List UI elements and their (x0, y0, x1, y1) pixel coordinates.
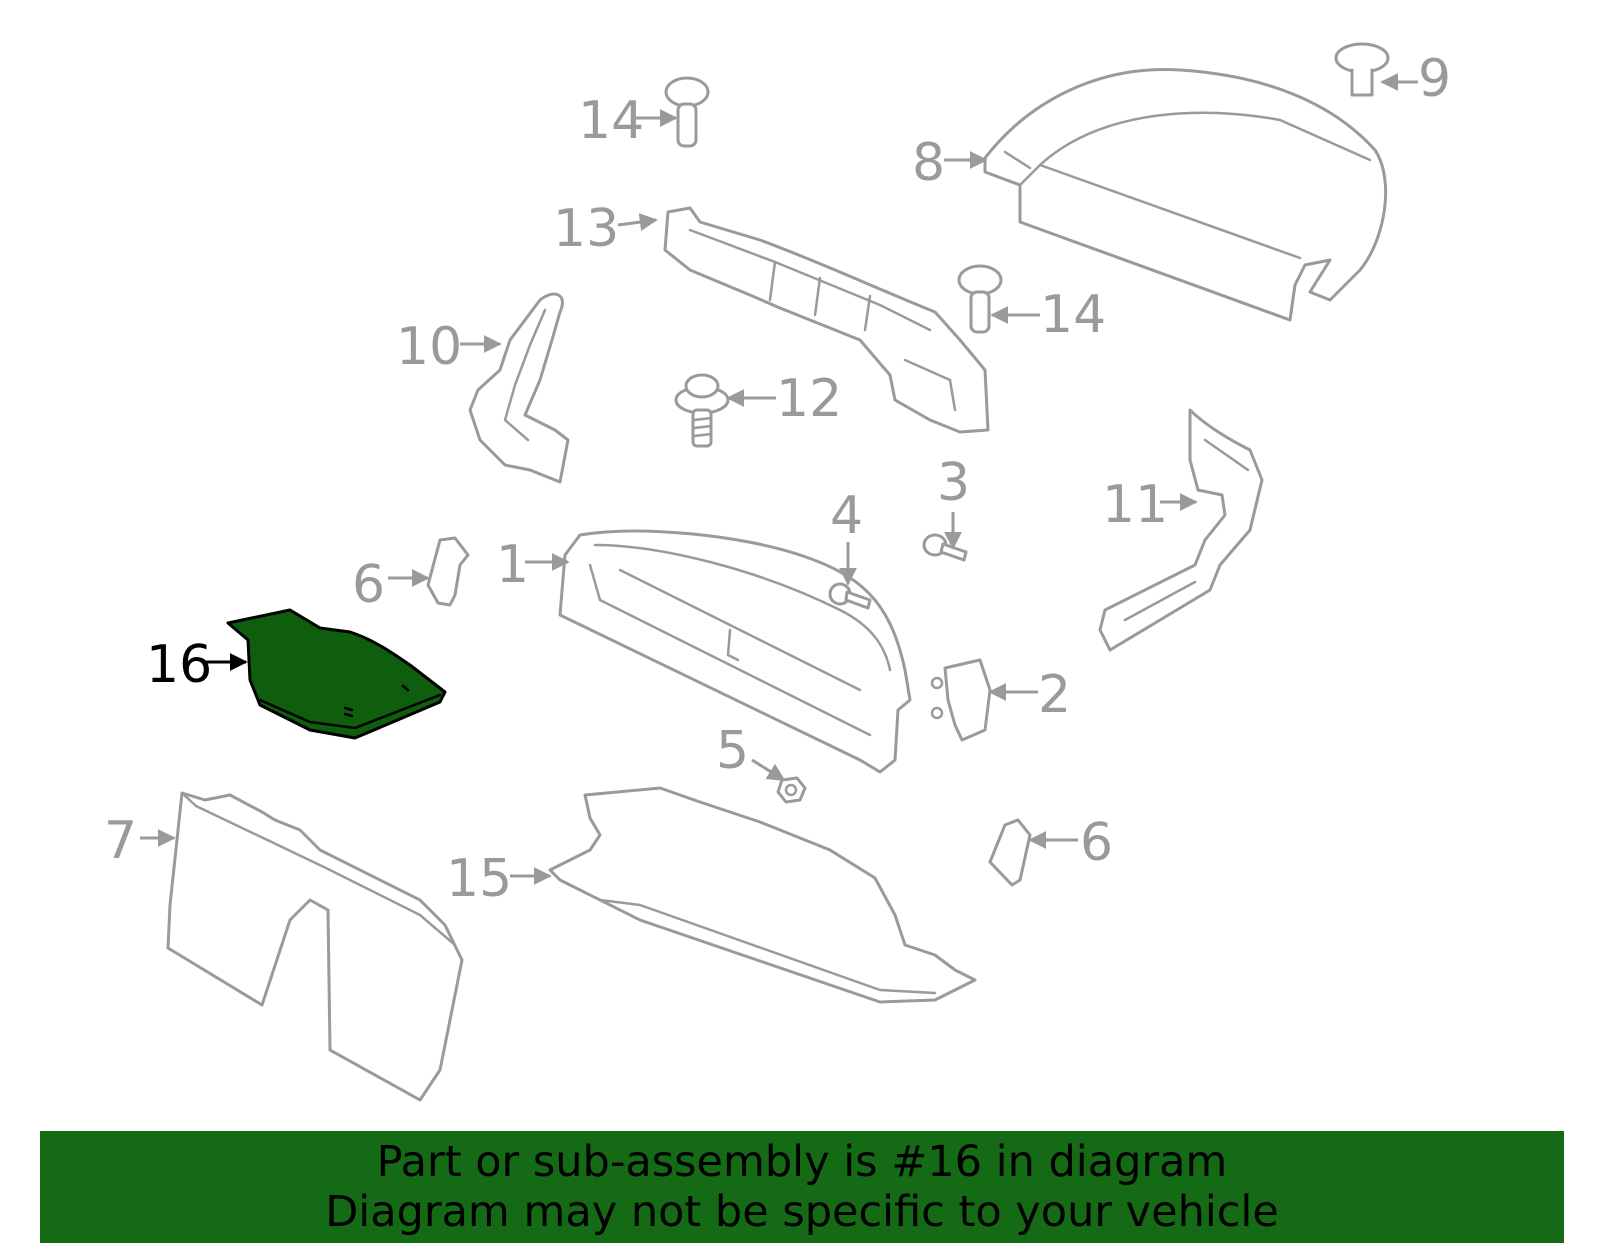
callout-14-top: 14 (578, 91, 644, 151)
parts-diagram: 14 8 9 13 14 10 12 4 3 11 1 6 16 2 5 6 7… (104, 42, 1451, 1102)
info-banner: Part or sub-assembly is #16 in diagram D… (40, 1131, 1564, 1243)
part-11-right-trim[interactable] (1098, 408, 1264, 652)
part-10-left-trim[interactable] (468, 292, 570, 484)
part-2-bracket[interactable] (930, 658, 992, 742)
part-13-reinforcement[interactable] (663, 206, 990, 434)
callout-14-middle: 14 (1040, 285, 1106, 345)
part-9-push-clip[interactable] (1334, 42, 1390, 97)
callout-7: 7 (104, 811, 137, 871)
part-12-flange-bolt[interactable] (674, 373, 730, 448)
callout-13: 13 (553, 199, 619, 259)
part-5-nut[interactable] (776, 776, 807, 804)
callout-11: 11 (1102, 475, 1168, 535)
callout-3: 3 (937, 453, 970, 513)
part-14-bolt-top[interactable] (664, 76, 710, 148)
part-15-floor-trim[interactable] (548, 786, 977, 1004)
part-3-screw[interactable] (922, 533, 968, 562)
callout-6-upper: 6 (352, 555, 385, 615)
callout-10: 10 (396, 317, 462, 377)
part-6-clip-lower[interactable] (988, 818, 1032, 887)
callout-5: 5 (716, 721, 749, 781)
callout-12: 12 (776, 369, 842, 429)
part-8-shelf-trim[interactable] (983, 68, 1388, 322)
banner-line-2: Diagram may not be specific to your vehi… (325, 1187, 1279, 1237)
callout-8: 8 (912, 133, 945, 193)
callout-15: 15 (446, 849, 512, 909)
part-16-highlighted[interactable] (226, 608, 447, 740)
part-1-package-tray[interactable] (558, 529, 912, 774)
part-7-trim-panel[interactable] (166, 791, 464, 1102)
callout-4: 4 (830, 486, 863, 546)
callout-1: 1 (496, 535, 529, 595)
callout-16: 16 (146, 635, 212, 695)
callout-2: 2 (1038, 665, 1071, 725)
callout-9: 9 (1418, 49, 1451, 109)
callout-6-lower: 6 (1080, 813, 1113, 873)
part-6-clip-upper[interactable] (426, 536, 470, 607)
part-14-bolt-middle[interactable] (957, 264, 1003, 334)
banner-line-1: Part or sub-assembly is #16 in diagram (376, 1137, 1228, 1187)
